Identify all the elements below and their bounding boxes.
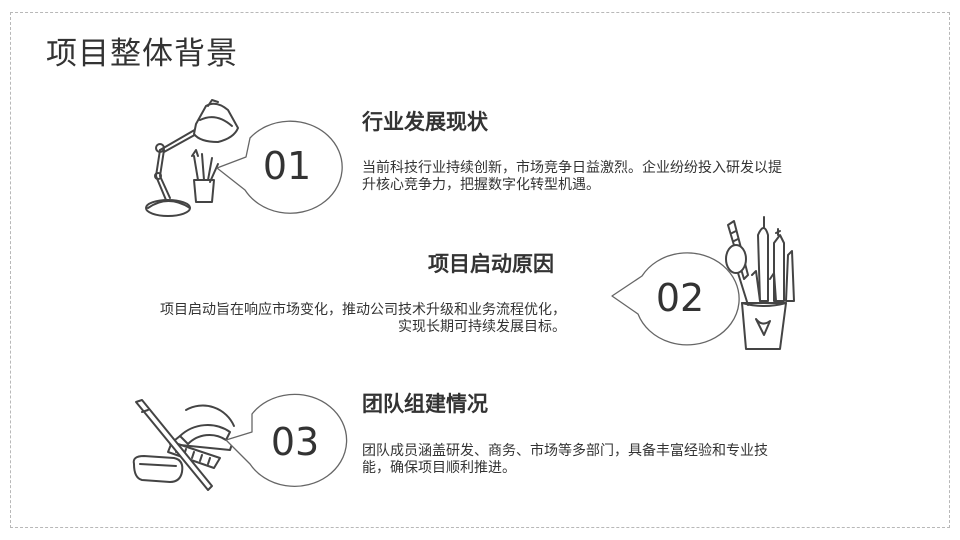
section-title-industry: 行业发展现状 — [362, 110, 488, 134]
brush-cup-icon — [725, 216, 795, 350]
stationery-icon — [132, 399, 235, 491]
section-title-reason: 项目启动原因 — [428, 252, 554, 276]
section-number-01: 01 — [262, 144, 312, 188]
page-title: 项目整体背景 — [46, 36, 238, 72]
section-body-team: 团队成员涵盖研发、商务、市场等多部门，具备丰富经验和专业技能，确保项目顺利推进。 — [362, 443, 768, 476]
number-bubble-02 — [611, 252, 740, 346]
number-bubble-03 — [225, 393, 348, 488]
section-number-02: 02 — [655, 276, 705, 320]
section-title-team: 团队组建情况 — [362, 392, 488, 416]
section-body-reason: 项目启动旨在响应市场变化，推动公司技术升级和业务流程优化，实现长期可持续发展目标… — [160, 302, 566, 335]
number-bubble-01 — [216, 120, 343, 214]
slide-frame — [10, 12, 950, 528]
section-body-industry: 当前科技行业持续创新，市场竞争日益激烈。企业纷纷投入研发以提升核心竞争力，把握数… — [362, 160, 782, 193]
section-number-03: 03 — [270, 420, 320, 464]
desk-lamp-icon — [145, 99, 239, 217]
